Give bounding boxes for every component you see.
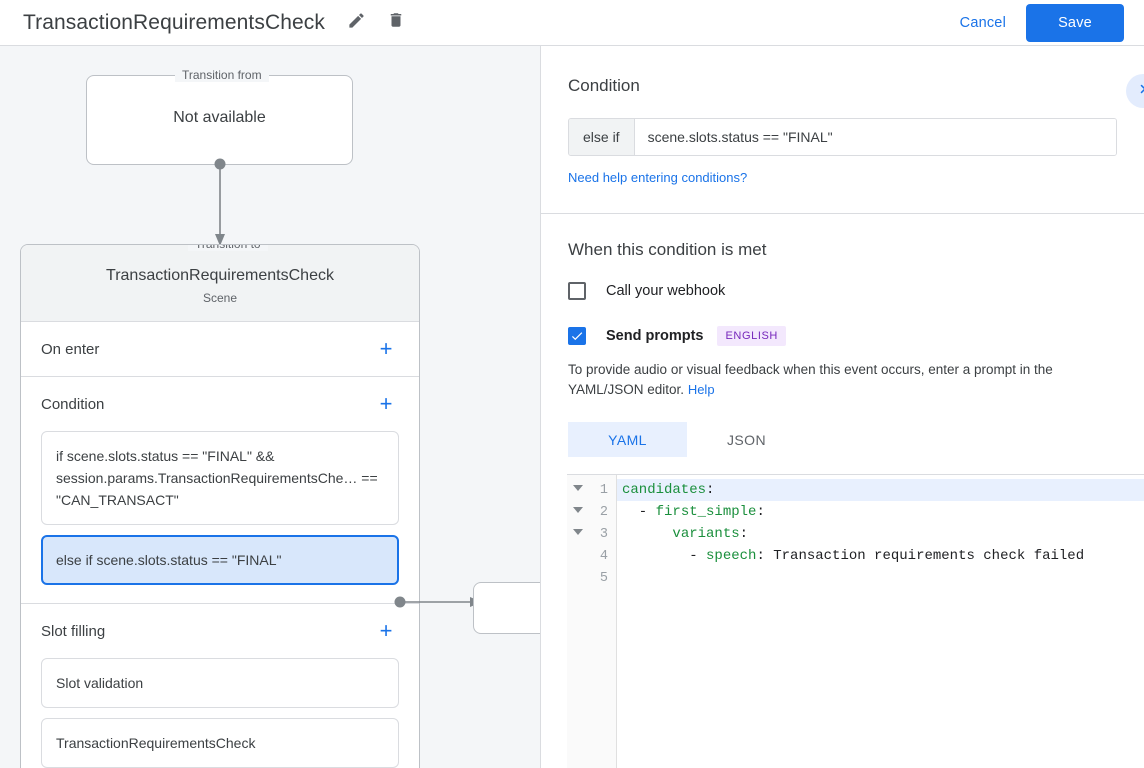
send-prompts-row[interactable]: Send prompts ENGLISH <box>568 326 1117 346</box>
send-prompts-helper-text: To provide audio or visual feedback when… <box>568 360 1117 400</box>
trash-icon <box>387 11 405 34</box>
cancel-button[interactable]: Cancel <box>948 7 1018 39</box>
page-title: TransactionRequirementsCheck <box>23 10 325 34</box>
fold-triangle-icon[interactable] <box>573 485 583 491</box>
transition-to-legend: Transition to <box>188 245 268 251</box>
condition-item-selected[interactable]: else if scene.slots.status == "FINAL" <box>41 535 399 585</box>
condition-help-link[interactable]: Need help entering conditions? <box>568 170 748 185</box>
panel-when-met-block: When this condition is met Call your web… <box>541 214 1144 457</box>
tab-json[interactable]: JSON <box>727 431 766 448</box>
edge-condition-to-target <box>394 594 484 615</box>
editor-line-number: 2 <box>567 501 616 523</box>
scene-title: TransactionRequirementsCheck <box>106 267 334 284</box>
condition-input[interactable]: scene.slots.status == "FINAL" <box>634 119 1116 155</box>
editor-code-line[interactable]: candidates: <box>617 479 1144 501</box>
section-label-on-enter: On enter <box>41 340 100 358</box>
scene-subtitle: Scene <box>202 291 238 305</box>
target-node-card[interactable] <box>473 582 540 634</box>
section-on-enter: On enter + <box>21 322 419 377</box>
transition-from-value: Not available <box>173 109 266 126</box>
webhook-checkbox[interactable] <box>568 282 586 300</box>
editor-code-line[interactable] <box>617 567 1144 589</box>
editor-line-number: 4 <box>599 548 608 564</box>
add-on-enter-button[interactable]: + <box>379 336 393 361</box>
section-label-slot-filling: Slot filling <box>41 622 106 640</box>
edge-from-to <box>212 158 228 253</box>
webhook-row[interactable]: Call your webhook <box>568 282 1117 300</box>
add-condition-button[interactable]: + <box>379 391 393 416</box>
fold-triangle-icon[interactable] <box>573 507 583 513</box>
graph-canvas[interactable]: Transition from Not available Transition… <box>0 46 540 768</box>
edit-name-button[interactable] <box>339 6 373 40</box>
transition-from-legend: Transition from <box>175 68 269 82</box>
section-condition: Condition + if scene.slots.status == "FI… <box>21 377 419 604</box>
section-label-condition: Condition <box>41 395 105 413</box>
editor-line-number: 5 <box>599 570 608 586</box>
expand-panel-button[interactable] <box>1126 74 1144 108</box>
editor-tabs: YAML JSON <box>568 422 1117 457</box>
editor-line-number: 3 <box>567 523 616 545</box>
scene-header[interactable]: TransactionRequirementsCheck Scene <box>21 245 419 322</box>
pencil-icon <box>347 11 366 35</box>
helper-text: To provide audio or visual feedback when… <box>568 362 1053 397</box>
delete-button[interactable] <box>379 6 413 40</box>
add-slot-filling-button[interactable]: + <box>379 618 393 643</box>
chevron-right-icon <box>1134 80 1144 103</box>
condition-input-row[interactable]: else if scene.slots.status == "FINAL" <box>568 118 1117 156</box>
panel-condition-block: Condition else if scene.slots.status == … <box>541 46 1144 214</box>
condition-item[interactable]: if scene.slots.status == "FINAL" && sess… <box>41 431 399 525</box>
editor-code-line[interactable]: - speech: Transaction requirements check… <box>622 548 1085 564</box>
section-slot-filling: Slot filling + Slot validation Transacti… <box>21 604 419 768</box>
transition-from-card[interactable]: Transition from Not available <box>86 68 353 165</box>
save-button[interactable]: Save <box>1026 3 1124 42</box>
language-badge: ENGLISH <box>717 326 786 346</box>
condition-prefix: else if <box>569 119 635 155</box>
slot-filling-item[interactable]: TransactionRequirementsCheck <box>41 718 399 768</box>
when-met-heading: When this condition is met <box>568 240 767 259</box>
slot-filling-item[interactable]: Slot validation <box>41 658 399 708</box>
tab-yaml[interactable]: YAML <box>568 422 687 457</box>
editor-code-line[interactable]: - first_simple: <box>622 504 765 520</box>
top-bar: TransactionRequirementsCheck Cancel Save <box>0 0 1144 46</box>
fold-triangle-icon[interactable] <box>573 529 583 535</box>
editor-code-line[interactable]: variants: <box>672 526 749 542</box>
webhook-label: Call your webhook <box>606 283 726 299</box>
helper-help-link[interactable]: Help <box>687 382 715 397</box>
send-prompts-checkbox[interactable] <box>568 327 586 345</box>
editor-code-area[interactable]: candidates: - first_simple: variants: - … <box>617 475 1144 768</box>
panel-condition-heading: Condition <box>568 76 640 95</box>
editor-line-number: 1 <box>567 479 616 501</box>
send-prompts-label: Send prompts <box>606 328 704 344</box>
transition-to-card[interactable]: Transition to TransactionRequirementsChe… <box>20 244 420 768</box>
